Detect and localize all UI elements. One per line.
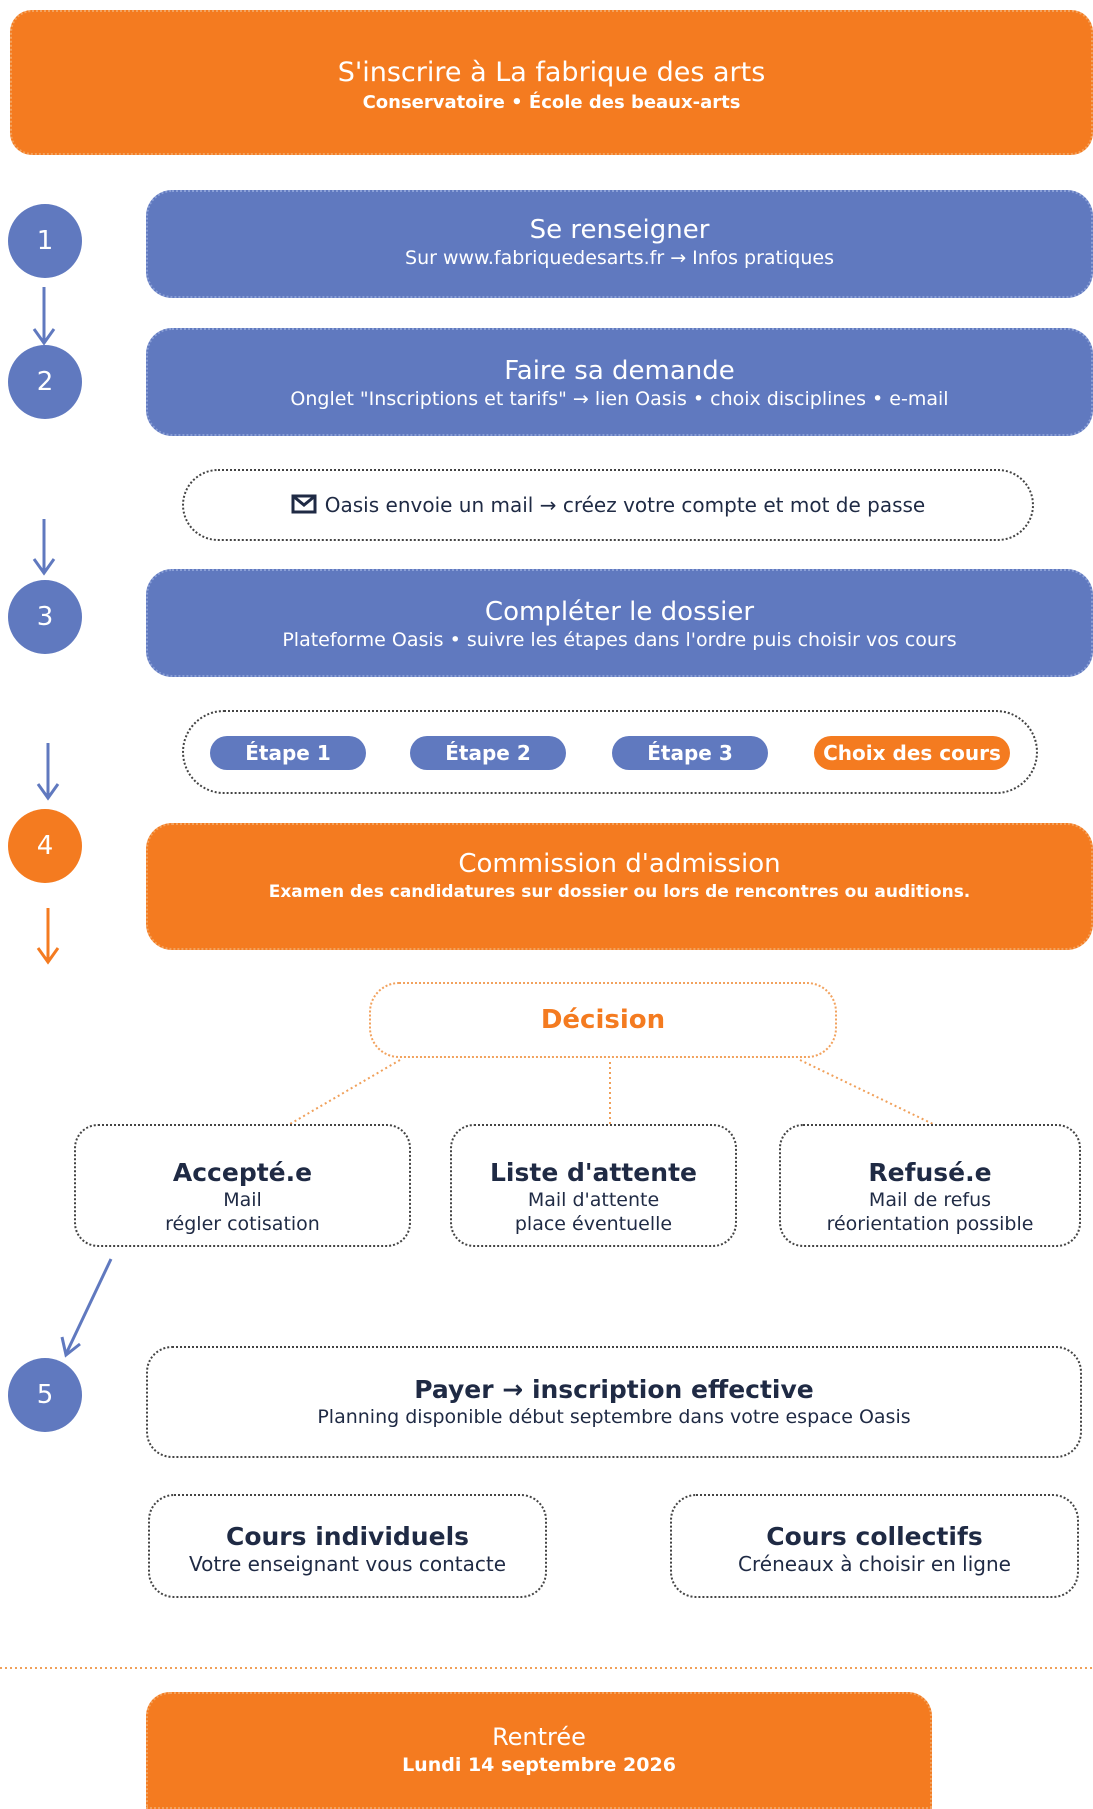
course-collective-detail: Créneaux à choisir en ligne (738, 1552, 1011, 1576)
start-date-banner: Rentrée Lundi 14 septembre 2026 (146, 1692, 932, 1809)
payment-title: Payer → inscription effective (414, 1375, 814, 1404)
step-3-title: Compléter le dossier (484, 597, 755, 627)
step-1-detail: Sur www.fabriquedesarts.fr → Infos prati… (405, 247, 834, 269)
step-3-box: Compléter le dossier Plateforme Oasis • … (146, 569, 1093, 677)
chip-course-choice: Choix des cours (814, 736, 1010, 770)
decision-node: Décision (369, 982, 837, 1058)
chip-step-3: Étape 3 (612, 736, 768, 770)
course-collective: Cours collectifs Créneaux à choisir en l… (670, 1494, 1079, 1598)
arrowhead-accepted-to-5 (60, 1336, 81, 1358)
outcome-waitlist-title: Liste d'attente (490, 1158, 697, 1187)
decision-link-accepted (289, 1059, 401, 1125)
step-2-detail: Onglet "Inscriptions et tarifs" → lien O… (290, 388, 949, 410)
step-2-box: Faire sa demande Onglet "Inscriptions et… (146, 328, 1093, 436)
course-collective-title: Cours collectifs (766, 1522, 983, 1551)
payment-detail: Planning disponible début septembre dans… (317, 1406, 911, 1428)
chip-step-2: Étape 2 (410, 736, 566, 770)
mail-notice: Oasis envoie un mail → créez votre compt… (182, 469, 1034, 541)
step-2-badge: 2 (8, 345, 82, 419)
step-4-box: Commission d'admission Examen des candid… (146, 823, 1093, 950)
step-4-detail: Examen des candidatures sur dossier ou l… (268, 882, 971, 902)
outcome-waitlist: Liste d'attente Mail d'attente place éve… (450, 1124, 737, 1247)
step-3-badge: 3 (8, 580, 82, 654)
page-title: S'inscrire à La fabrique des arts (337, 57, 766, 88)
arrowhead-4-down (36, 947, 60, 965)
step-1-badge: 1 (8, 204, 82, 278)
step-4-badge: 4 (8, 809, 82, 883)
envelope-icon (291, 494, 317, 514)
arrow-accepted-to-5 (64, 1258, 113, 1355)
course-individual-detail: Votre enseignant vous contacte (188, 1552, 507, 1576)
outcome-accepted-line1: Mail (223, 1189, 262, 1211)
chip-step-1: Étape 1 (210, 736, 366, 770)
page-subtitle: Conservatoire • École des beaux-arts (362, 92, 741, 113)
payment-box: Payer → inscription effective Planning d… (146, 1346, 1082, 1458)
course-individual-title: Cours individuels (225, 1522, 470, 1551)
outcome-accepted-line2: régler cotisation (165, 1213, 320, 1235)
step-sequence: Étape 1 Étape 2 Étape 3 Choix des cours (182, 710, 1038, 794)
step-5-badge: 5 (8, 1358, 82, 1432)
outcome-accepted: Accepté.e Mail régler cotisation (74, 1124, 411, 1247)
outcome-refused-line2: réorientation possible (826, 1213, 1034, 1235)
arrowhead-2-to-3 (32, 558, 56, 576)
course-individual: Cours individuels Votre enseignant vous … (148, 1494, 547, 1598)
step-4-title: Commission d'admission (458, 849, 781, 879)
outcome-waitlist-line1: Mail d'attente (527, 1189, 660, 1211)
step-1-title: Se renseigner (529, 215, 710, 245)
header-banner: S'inscrire à La fabrique des arts Conser… (10, 10, 1093, 155)
outcome-waitlist-line2: place éventuelle (514, 1213, 673, 1235)
step-3-detail: Plateforme Oasis • suivre les étapes dan… (282, 629, 957, 651)
arrowhead-1-to-2 (32, 328, 56, 346)
start-date-title: Rentrée (492, 1723, 586, 1751)
arrowhead-3-to-4 (36, 783, 60, 801)
outcome-refused: Refusé.e Mail de refus réorientation pos… (779, 1124, 1081, 1247)
step-1-box: Se renseigner Sur www.fabriquedesarts.fr… (146, 190, 1093, 298)
outcome-refused-title: Refusé.e (868, 1158, 992, 1187)
start-date-value: Lundi 14 septembre 2026 (402, 1754, 676, 1776)
outcome-accepted-title: Accepté.e (172, 1158, 313, 1187)
mail-notice-text: Oasis envoie un mail → créez votre compt… (324, 493, 926, 517)
outcome-refused-line1: Mail de refus (868, 1189, 992, 1211)
decision-link-refused (799, 1059, 936, 1126)
step-2-title: Faire sa demande (504, 356, 735, 386)
